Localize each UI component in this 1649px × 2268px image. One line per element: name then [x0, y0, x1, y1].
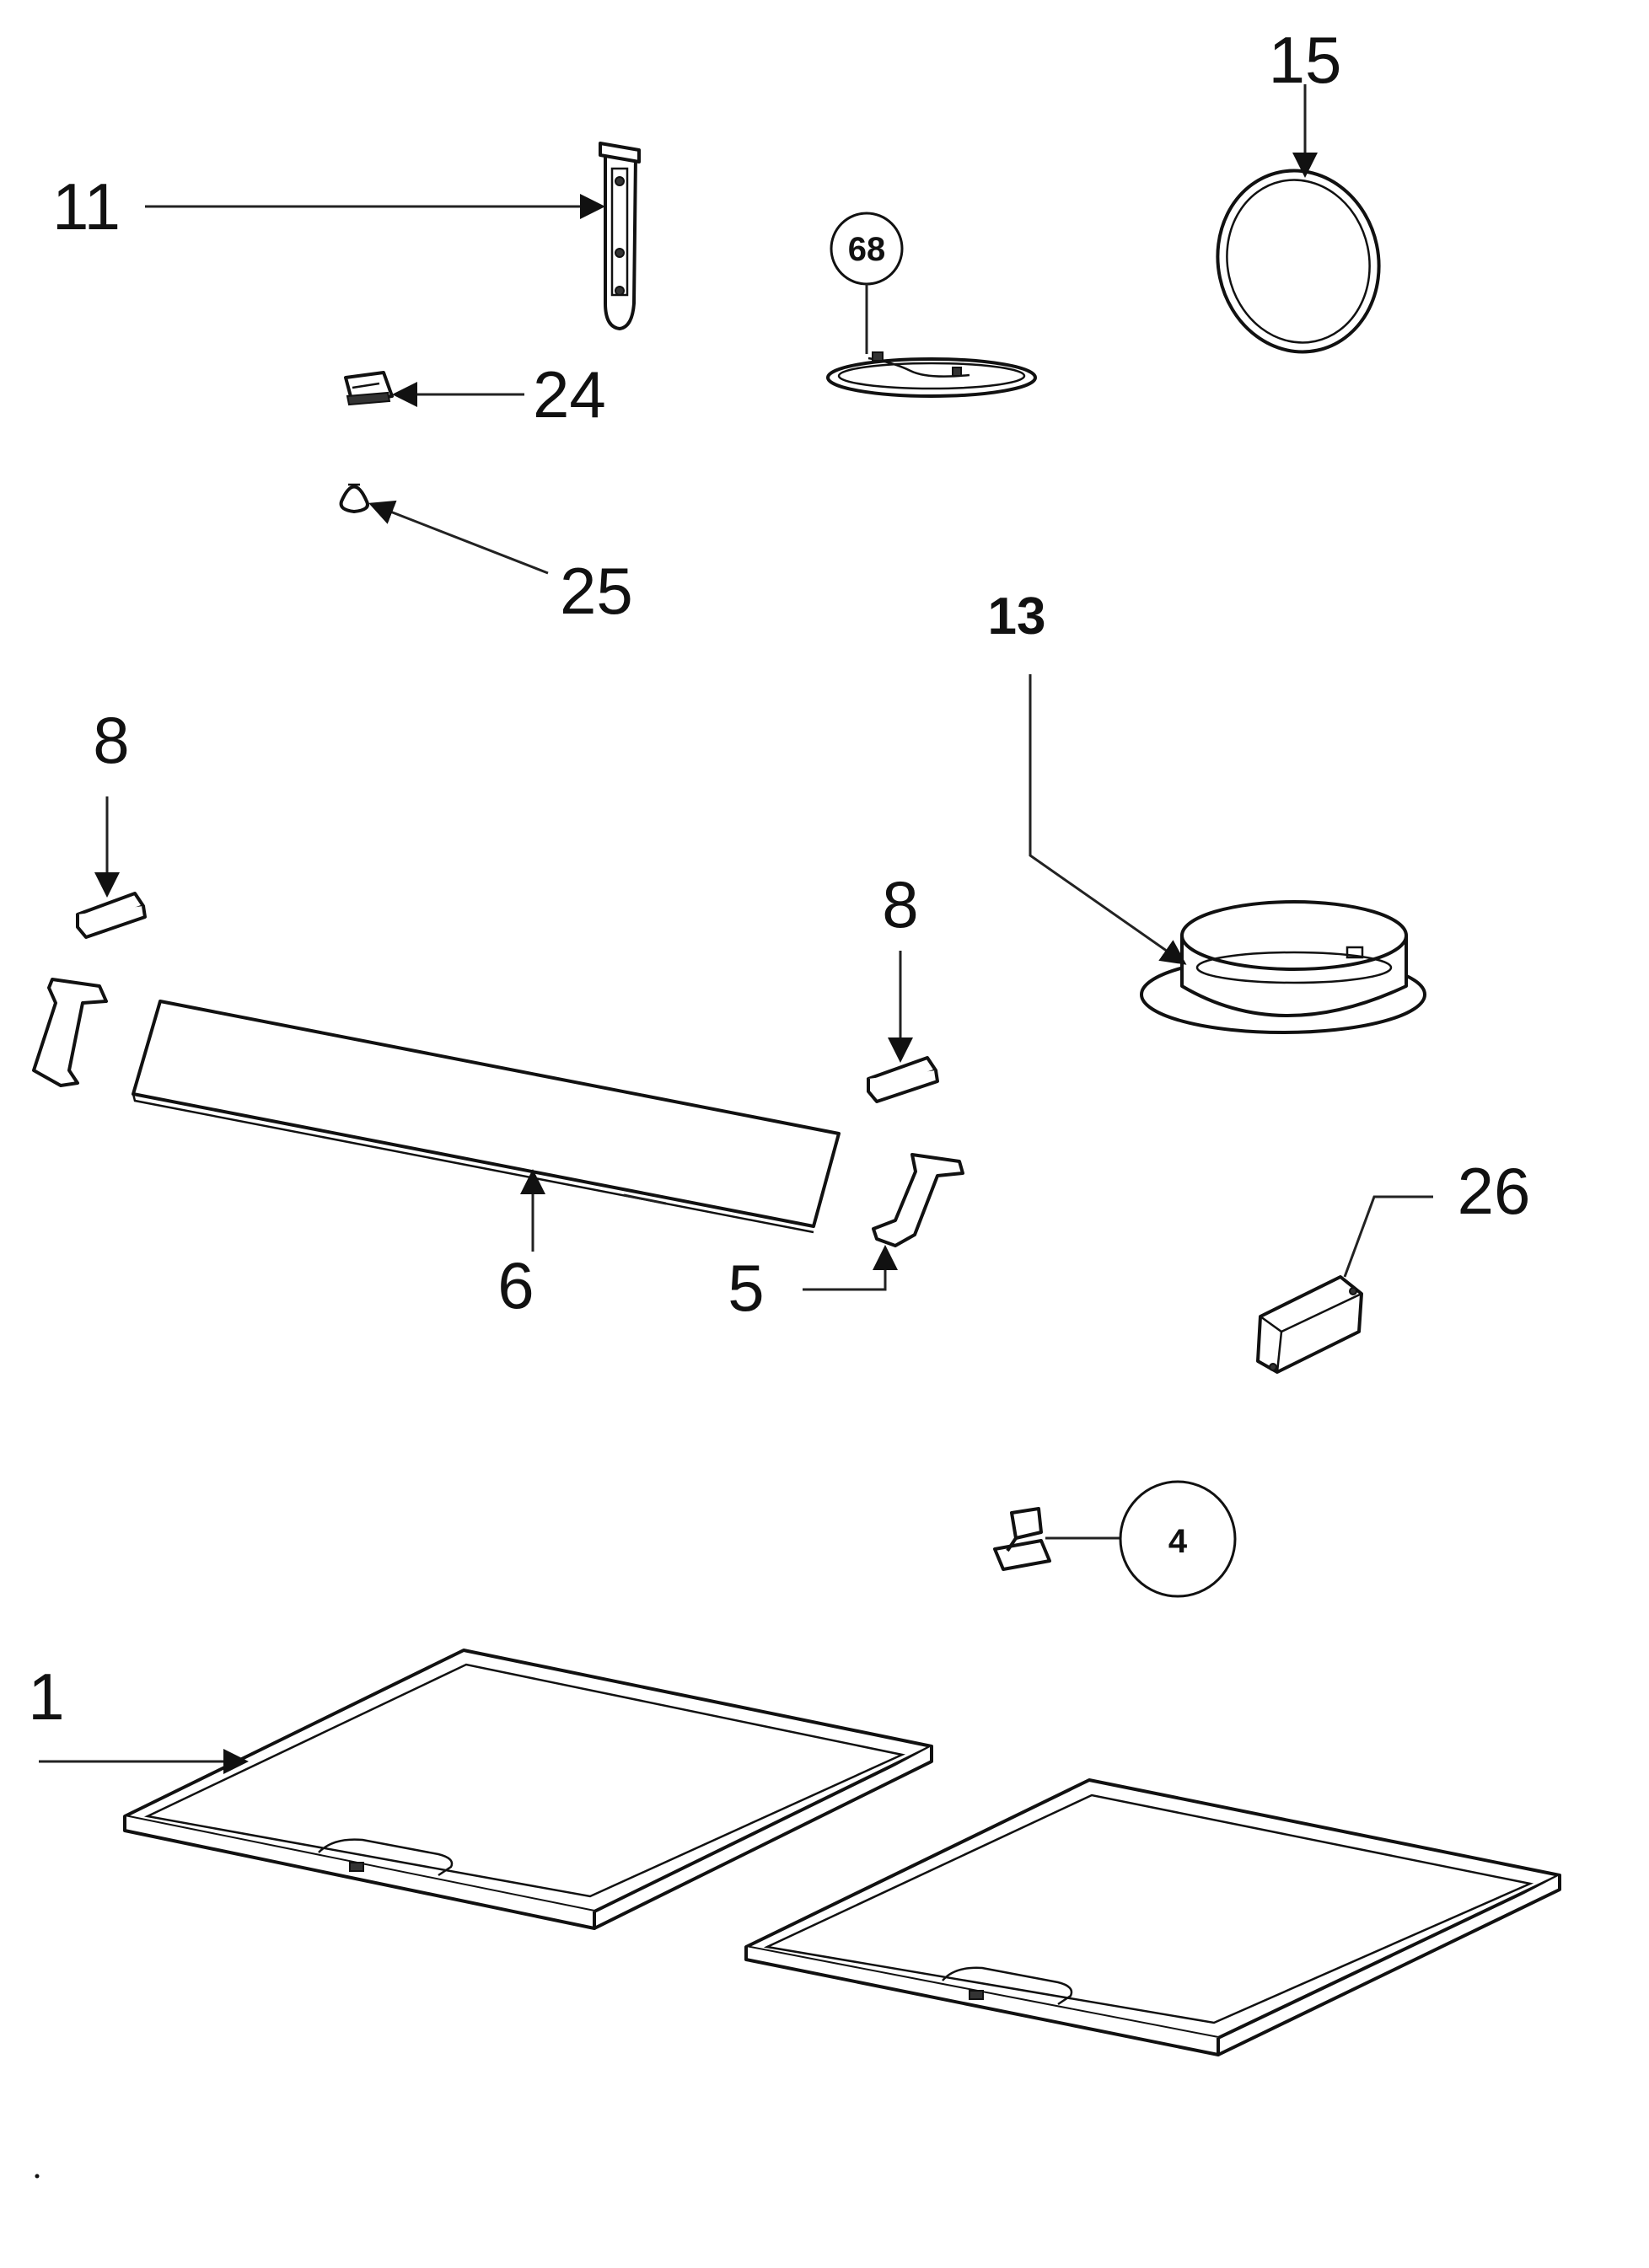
part-1-filter-right — [744, 1778, 1561, 2056]
part-6-panel — [132, 1000, 841, 1234]
label-8-left: 8 — [93, 703, 129, 777]
part-5-left-hook — [32, 978, 108, 1087]
part-4-latch — [993, 1507, 1051, 1571]
leader-26 — [1343, 1195, 1433, 1278]
leader-13 — [1029, 674, 1187, 965]
label-4: 4 — [1168, 1523, 1188, 1560]
label-11: 11 — [52, 169, 121, 244]
label-8-right: 8 — [882, 867, 918, 941]
part-8-left-block — [76, 892, 147, 939]
label-25: 25 — [560, 554, 633, 628]
part-11-bracket — [599, 142, 641, 330]
leader-5 — [803, 1245, 898, 1291]
label-13: 13 — [988, 587, 1046, 646]
leader-25 — [368, 500, 549, 575]
label-68: 68 — [848, 231, 886, 268]
part-15-gasket — [1216, 169, 1381, 354]
part-8-right-block — [867, 1056, 939, 1103]
label-4-circle — [1119, 1480, 1237, 1598]
label-6: 6 — [497, 1248, 534, 1322]
label-5: 5 — [728, 1251, 764, 1325]
part-13-collar — [1140, 900, 1426, 1034]
label-15: 15 — [1269, 23, 1342, 97]
part-26-module — [1256, 1275, 1363, 1374]
label-24: 24 — [533, 357, 606, 432]
part-25-bulb — [339, 483, 369, 513]
part-68-wired-ring — [826, 351, 1037, 398]
part-5-right-hook — [872, 1153, 964, 1247]
stray-dot — [35, 2174, 40, 2179]
label-1: 1 — [28, 1659, 64, 1734]
label-26: 26 — [1458, 1154, 1531, 1228]
part-1-filter-left — [123, 1649, 933, 1930]
part-24-clip — [344, 371, 394, 406]
